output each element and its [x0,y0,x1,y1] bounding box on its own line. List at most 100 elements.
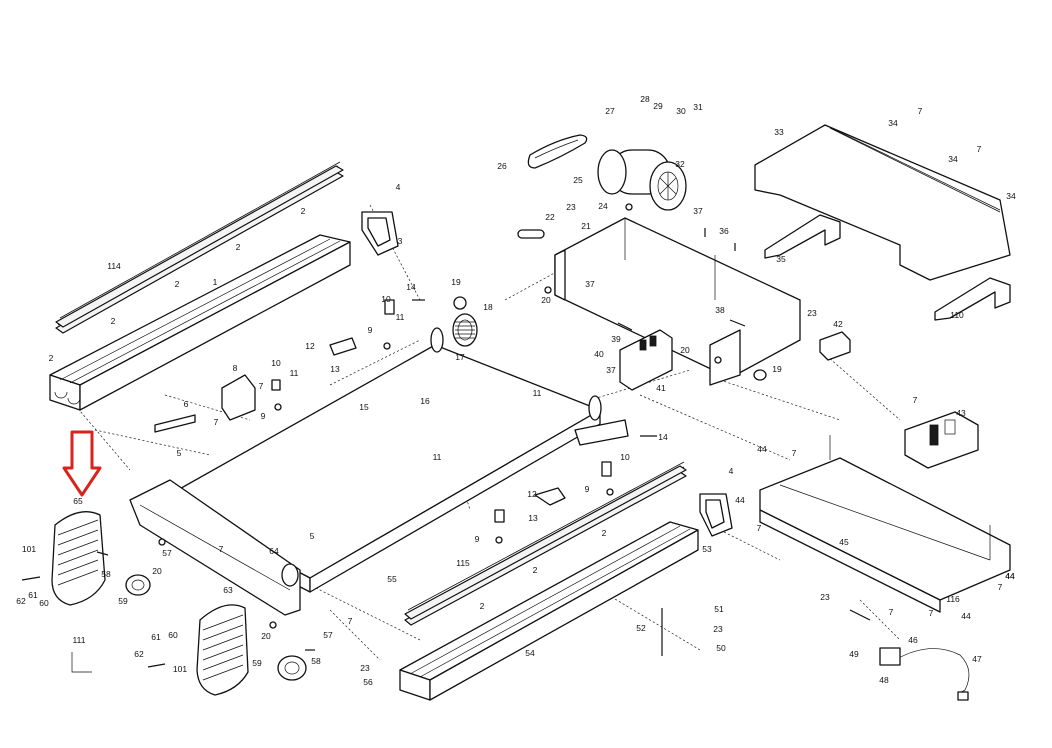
callout-8: 8 [233,363,238,373]
base-45 [759,435,1011,613]
upright-frame [554,217,801,386]
callout-36: 36 [719,226,729,236]
handle-110 [934,277,1011,321]
callout-20: 20 [261,631,271,641]
callout-labels: 1222223456778991010111112131415161718192… [16,94,1016,687]
callout-23: 23 [807,308,817,318]
callout-37: 37 [606,365,616,375]
callout-13: 13 [528,513,538,523]
part-42 [819,331,851,361]
callout-61: 61 [151,632,161,642]
callout-110: 110 [950,310,964,320]
callout-111: 111 [73,635,86,645]
callout-2: 2 [111,316,116,326]
callout-23: 23 [820,592,830,602]
callout-63: 63 [223,585,233,595]
callout-7: 7 [792,448,797,458]
callout-20: 20 [152,566,162,576]
controller-40 [619,329,673,391]
callout-11: 11 [290,368,299,378]
callout-7: 7 [913,395,918,405]
callout-7: 7 [889,607,894,617]
callout-12: 12 [305,341,315,351]
callout-25: 25 [573,175,583,185]
callout-21: 21 [581,221,591,231]
callout-7: 7 [259,381,264,391]
callout-40: 40 [594,349,604,359]
handle-35 [764,214,841,259]
callout-9: 9 [261,411,266,421]
callout-14: 14 [406,282,416,292]
callout-116: 116 [946,594,960,604]
callout-17: 17 [455,352,465,362]
callout-39: 39 [611,334,621,344]
callout-7: 7 [348,616,353,626]
callout-44: 44 [757,444,767,454]
frame-rail-54 [399,521,699,701]
callout-20: 20 [541,295,551,305]
misc-small-parts [21,203,871,668]
callout-11: 11 [533,388,542,398]
callout-46: 46 [908,635,918,645]
callout-14: 14 [658,432,668,442]
callout-15: 15 [359,402,369,412]
power-cord-47 [879,647,970,701]
callout-37: 37 [693,206,703,216]
callout-16: 16 [420,396,430,406]
cover-65 [51,511,106,606]
callout-9: 9 [585,484,590,494]
callout-10: 10 [271,358,281,368]
callout-27: 27 [605,106,615,116]
callout-7: 7 [918,106,923,116]
callout-56: 56 [363,677,373,687]
callout-1: 1 [213,277,218,287]
frame-crossmember [129,479,301,616]
callout-57: 57 [162,548,172,558]
callout-65: 65 [73,496,83,506]
callout-6: 6 [184,399,189,409]
assembly-guide-lines [57,204,901,661]
callout-62: 62 [134,649,144,659]
callout-13: 13 [330,364,340,374]
callout-7: 7 [214,417,219,427]
callout-114: 114 [107,261,121,271]
callout-2: 2 [236,242,241,252]
callout-48: 48 [879,675,889,685]
callout-41: 41 [656,383,666,393]
bracket-53 [699,493,733,537]
callout-51: 51 [714,604,724,614]
callout-50: 50 [716,643,726,653]
callout-60: 60 [39,598,49,608]
rear-roller-64 [281,563,299,587]
callout-31: 31 [693,102,703,112]
callout-10: 10 [381,294,391,304]
callout-59: 59 [118,596,128,606]
controller-board-43 [904,411,979,469]
callout-37: 37 [585,279,595,289]
hood-33 [754,124,1011,281]
callout-9: 9 [368,325,373,335]
callout-10: 10 [620,452,630,462]
callout-7: 7 [929,608,934,618]
callout-43: 43 [956,408,966,418]
callout-2: 2 [49,353,54,363]
wheel-59-left [125,574,151,596]
callout-4: 4 [729,466,734,476]
callout-12: 12 [527,489,537,499]
callout-101: 101 [22,544,36,554]
callout-5: 5 [177,448,182,458]
callout-58: 58 [101,569,111,579]
callout-11: 11 [433,452,442,462]
front-roller-17 [452,313,478,347]
callout-59: 59 [252,658,262,668]
callout-26: 26 [497,161,507,171]
callout-28: 28 [640,94,650,104]
callout-11: 11 [396,312,405,322]
callout-19: 19 [451,277,461,287]
cover-63 [196,604,249,696]
bracket-3 [361,211,399,256]
callout-60: 60 [168,630,178,640]
rail-114 [55,161,344,334]
callout-33: 33 [774,127,784,137]
callout-62: 62 [16,596,26,606]
